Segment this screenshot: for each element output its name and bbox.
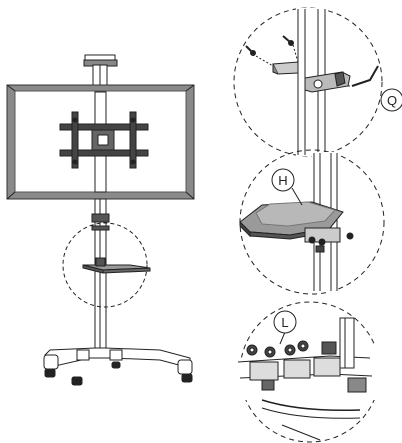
callout-l-label: L — [281, 315, 288, 330]
detail-h — [239, 149, 385, 295]
callout-h-label: H — [278, 173, 287, 188]
detail-l — [237, 301, 382, 443]
detail-circle-q — [233, 7, 383, 157]
tv-cart — [6, 54, 195, 386]
vesa-bracket — [59, 111, 149, 169]
cart-base — [43, 347, 193, 375]
callout-l-circle — [273, 310, 297, 334]
callout-q-circle — [380, 88, 402, 112]
av-shelf — [82, 257, 151, 274]
callout-q-label: Q — [387, 93, 397, 108]
casters — [44, 361, 193, 386]
detail-circle-shelf — [62, 222, 148, 308]
detail-q — [233, 7, 402, 157]
callout-h-circle — [271, 168, 295, 192]
column-clamp — [91, 213, 110, 223]
camera-shelf — [83, 54, 118, 67]
